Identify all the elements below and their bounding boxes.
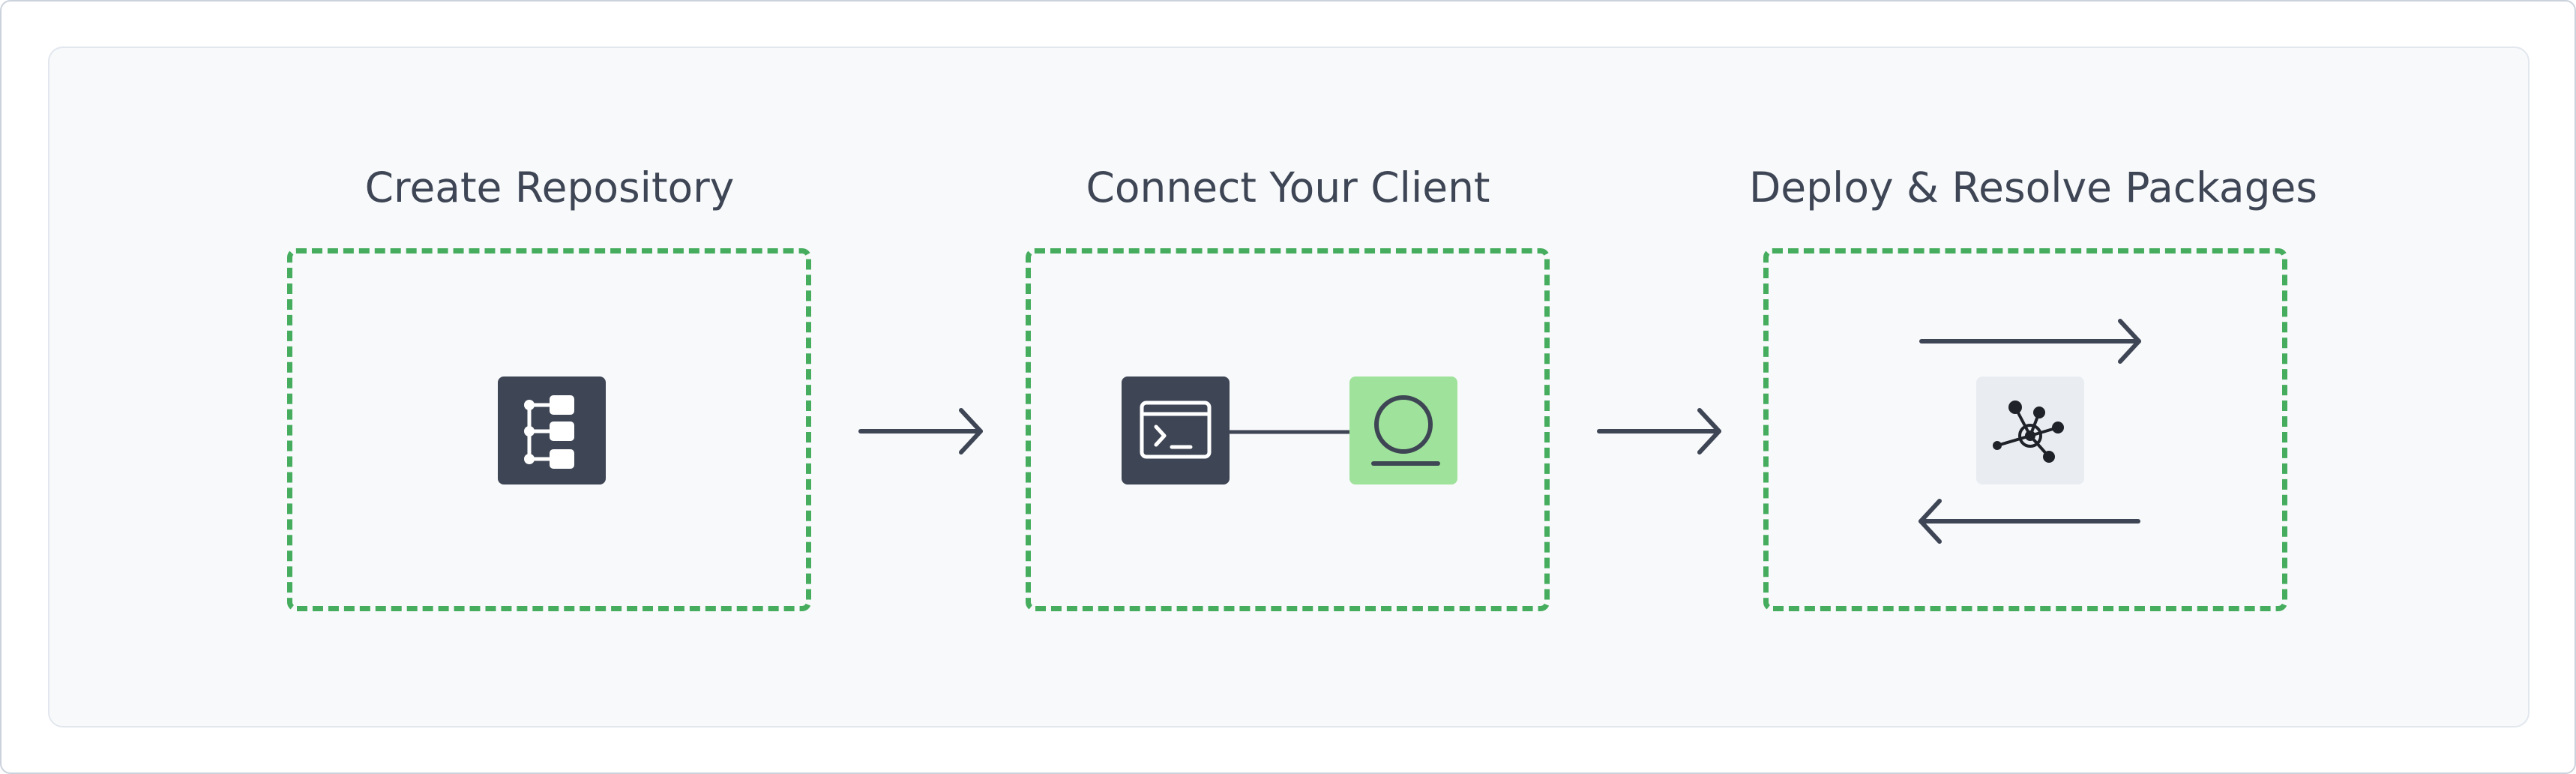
deploy-arrow-right-icon <box>1919 319 2141 364</box>
step-title-deploy-resolve-packages: Deploy & Resolve Packages <box>1748 164 2318 212</box>
step-box-create-repository <box>287 248 811 611</box>
diagram-panel <box>48 46 2530 728</box>
connection-line <box>1228 430 1351 434</box>
step-box-deploy-resolve-packages <box>1763 248 2287 611</box>
step-title-create-repository: Create Repository <box>364 164 735 212</box>
repository-tree-icon <box>498 376 606 484</box>
resolve-arrow-left-icon <box>1919 499 2140 544</box>
client-node-icon <box>1349 376 1457 484</box>
arrow-right-icon <box>858 408 983 454</box>
step-title-connect-your-client: Connect Your Client <box>1086 164 1490 212</box>
package-network-icon <box>1976 376 2084 484</box>
arrow-right-icon <box>1597 408 1721 454</box>
step-box-connect-your-client <box>1026 248 1550 611</box>
terminal-icon <box>1122 376 1230 484</box>
